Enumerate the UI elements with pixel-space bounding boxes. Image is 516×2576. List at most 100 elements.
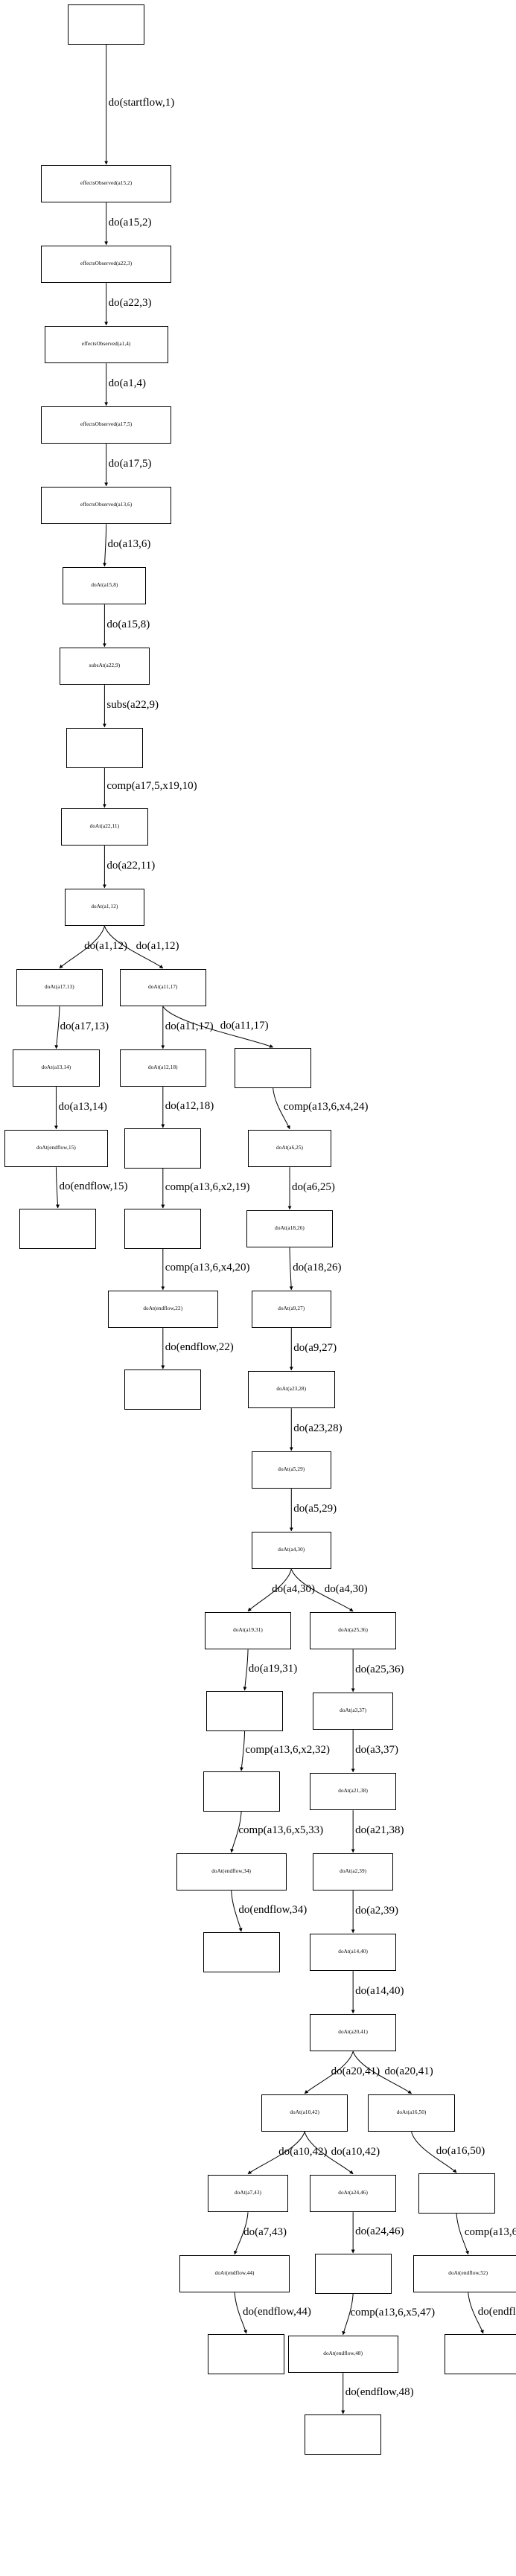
node-label: doAt(a14,40) [338,1949,368,1955]
node-label: doAt(endflow,34) [211,1868,252,1875]
graph-node[interactable]: doAt(a22,11) [61,808,148,846]
edge-label: do(a3,37) [355,1743,399,1756]
edge-label: do(endflow,48) [345,2385,414,2398]
graph-node-empty[interactable] [124,1209,202,1249]
graph-node-empty[interactable] [206,1691,284,1731]
edge-label: do(a22,3) [108,296,152,309]
graph-node-empty[interactable] [66,727,143,768]
graph-node[interactable]: doAt(a11,17) [119,968,207,1007]
graph-node[interactable]: doAt(a21,38) [309,1772,397,1811]
graph-node[interactable]: doAt(a17,13) [16,968,103,1007]
graph-node[interactable]: doAt(a20,41) [309,2013,397,2052]
node-label: doAt(a18,26) [275,1225,305,1232]
edge-label: do(a4,30) [324,1582,368,1595]
graph-node[interactable]: doAt(a2,39) [313,1853,393,1891]
node-label: doAt(a4,30) [278,1547,305,1553]
graph-node[interactable]: doAt(a25,36) [309,1611,397,1650]
node-label: doAt(a2,39) [340,1868,367,1875]
graph-node[interactable]: doAt(a24,46) [309,2174,397,2213]
graph-node-empty[interactable] [235,1048,312,1088]
node-label: doAt(a10,42) [290,2109,320,2116]
graph-node[interactable]: doAt(a23,28) [248,1370,335,1409]
graph-node-empty[interactable] [445,2334,516,2374]
graph-edge [342,2293,354,2336]
graph-node[interactable]: doAt(a13,14) [13,1049,100,1087]
graph-node-empty[interactable] [203,1771,280,1812]
graph-node[interactable]: doAt(a9,27) [251,1290,332,1329]
graph-node[interactable]: doAt(endflow,52) [413,2254,516,2293]
node-label: doAt(a3,37) [340,1707,367,1714]
graph-node[interactable]: doAt(a19,31) [204,1611,292,1650]
edge-label: do(a9,27) [293,1341,337,1354]
graph-edge [231,1891,243,1932]
node-label: doAt(a5,29) [278,1466,305,1473]
graph-node[interactable]: doAt(endflow,34) [176,1853,287,1891]
edge-label: do(endflow,52) [477,2305,516,2318]
graph-node-empty[interactable] [305,2414,382,2455]
edge-label: do(a15,8) [106,618,150,630]
node-label: effectsObserved(a22,3) [80,261,133,267]
graph-node-empty[interactable] [124,1128,202,1169]
graph-node-empty[interactable] [314,2254,392,2294]
graph-node[interactable]: effectsObserved(a13,6) [41,486,171,525]
node-label: doAt(a20,41) [338,2029,368,2036]
node-label: doAt(a19,31) [233,1627,263,1634]
graph-edge [55,1167,60,1209]
edge-label: do(a6,25) [292,1180,335,1193]
edge-label: subs(a22,9) [106,698,159,711]
graph-node[interactable]: doAt(a16,50) [368,2094,455,2132]
edge-label: do(a11,17) [165,1020,214,1032]
edge-label: do(a10,42) [331,2145,380,2158]
edge-label: comp(a13,6,x2,19) [165,1180,250,1193]
graph-node[interactable]: doAt(endflow,44) [179,2254,290,2293]
graph-node[interactable]: doAt(a6,25) [248,1129,332,1168]
edge-paths [54,44,484,2414]
graph-node[interactable]: doAt(a3,37) [313,1692,393,1730]
edge-label: do(a14,40) [355,1984,404,1997]
graph-node[interactable]: doAt(a7,43) [208,2174,288,2213]
graph-node[interactable]: doAt(a14,40) [309,1933,397,1972]
edge-label: do(startflow,1) [108,97,175,109]
edge-label: do(a12,18) [165,1099,214,1112]
graph-node[interactable]: doAt(a18,26) [246,1209,334,1248]
graph-edge [239,1730,246,1771]
graph-node-empty[interactable] [68,4,145,45]
graph-node[interactable]: doAt(endflow,22) [107,1290,218,1329]
edge-label: do(a7,43) [243,2225,287,2238]
edge-label: do(a17,5) [108,457,152,470]
edge-label: do(a25,36) [355,1663,404,1675]
node-label: doAt(endflow,52) [448,2270,488,2277]
graph-node[interactable]: doAt(a5,29) [251,1451,332,1489]
node-label: doAt(a1,12) [91,904,118,910]
graph-node[interactable]: subsAt(a22,9) [59,647,150,685]
graph-node-empty[interactable] [124,1370,202,1410]
node-label: effectsObserved(a15,2) [80,180,133,187]
graph-node-empty[interactable] [208,2334,285,2374]
graph-node[interactable]: doAt(a15,8) [63,566,147,605]
graph-edge [162,1006,274,1048]
graph-node[interactable]: doAt(a1,12) [64,888,145,927]
graph-node-empty[interactable] [418,2173,495,2214]
node-label: doAt(endflow,48) [323,2350,363,2357]
graph-node[interactable]: doAt(a4,30) [251,1531,332,1570]
edge-label: do(a1,12) [84,939,128,952]
edge-label: comp(a13,6,x4,20) [165,1262,250,1274]
node-label: subsAt(a22,9) [89,662,121,669]
edge-label: do(a19,31) [248,1662,298,1675]
graph-node[interactable]: doAt(a12,18) [119,1049,207,1087]
graph-node[interactable]: effectsObserved(a22,3) [41,245,171,284]
graph-node[interactable]: effectsObserved(a15,2) [41,164,171,203]
graph-node[interactable]: doAt(a10,42) [261,2094,348,2132]
graph-node[interactable]: doAt(endflow,48) [287,2335,398,2374]
graph-node[interactable]: effectsObserved(a1,4) [44,325,168,364]
graph-edge [352,2051,412,2094]
graph-edge [103,524,107,567]
graph-node-empty[interactable] [19,1209,97,1249]
graph-node[interactable]: effectsObserved(a17,5) [41,406,171,444]
node-label: doAt(a15,8) [91,582,118,589]
graph-edge [59,926,105,969]
graph-node[interactable]: doAt(endflow,15) [4,1129,108,1168]
graph-node-empty[interactable] [203,1932,280,1972]
node-label: doAt(endflow,22) [143,1305,183,1312]
